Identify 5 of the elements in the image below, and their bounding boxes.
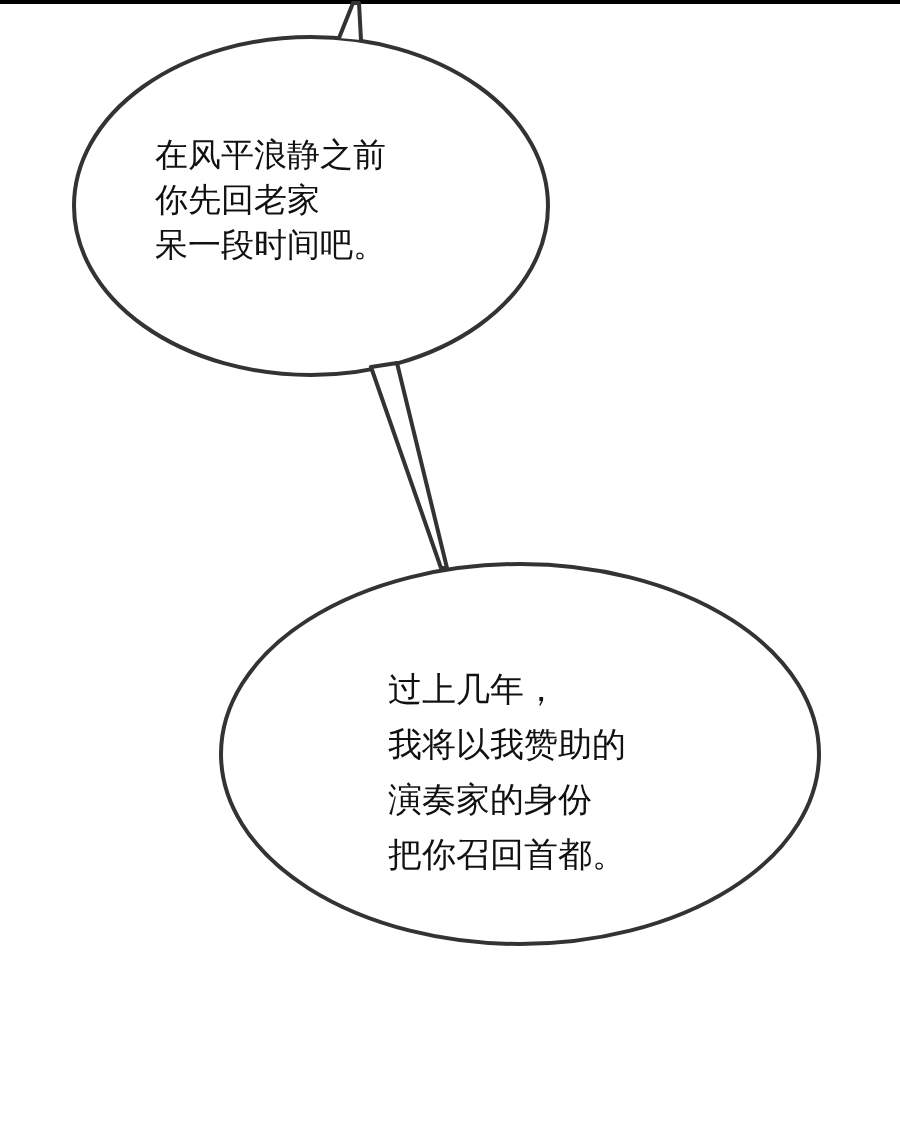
speech-text: 在风平浪静之前你先回老家呆一段时间吧。 <box>155 134 386 266</box>
speech-bubble-connector <box>369 361 449 570</box>
speech-bubble <box>72 35 550 377</box>
speech-bubble <box>219 562 821 946</box>
speech-text: 过上几年，我将以我赞助的演奏家的身份把你召回首都。 <box>388 668 626 876</box>
